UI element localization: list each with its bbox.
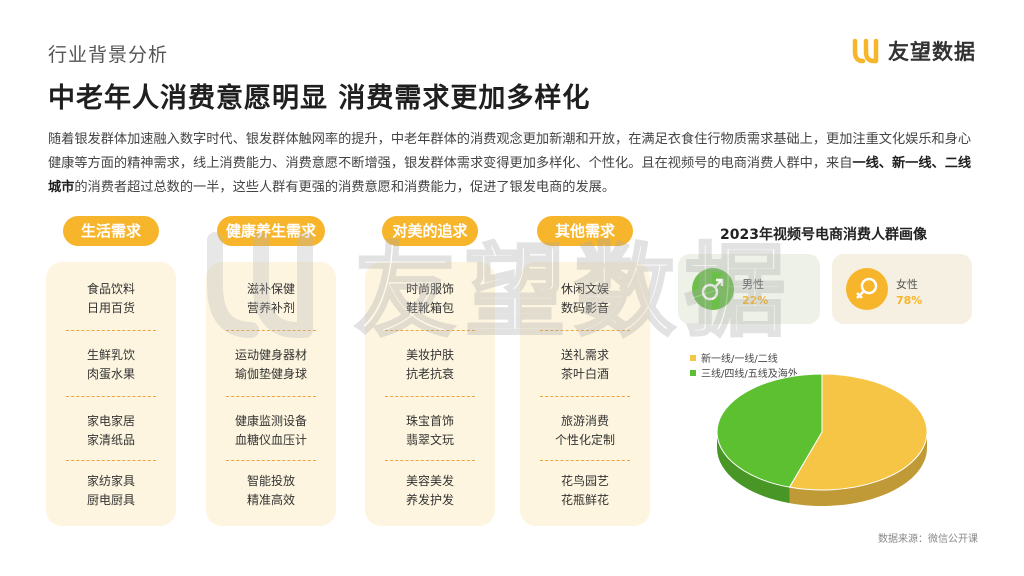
need-item-text: 茶叶白酒 <box>560 367 609 381</box>
legend-item: 新一线/一线/二线 <box>690 350 798 365</box>
need-item-text: 家纺家具 <box>86 474 135 488</box>
legend-label: 三线/四线/五线及海外 <box>701 369 798 380</box>
chart-legend: 新一线/一线/二线 三线/四线/五线及海外 <box>690 350 798 380</box>
page-title: 中老年人消费意愿明显 消费需求更加多样化 <box>48 83 591 114</box>
need-item: 时尚服饰鞋靴箱包 <box>365 280 495 318</box>
need-item: 运动健身器材瑜伽垫健身球 <box>206 346 336 384</box>
need-item: 珠宝首饰翡翠文玩 <box>365 412 495 450</box>
section-label: 行业背景分析 <box>48 44 169 66</box>
legend-swatch <box>690 354 696 361</box>
data-source: 数据来源：微信公开课 <box>878 534 978 545</box>
need-item-text: 日用百货 <box>86 301 135 315</box>
need-item-text: 瑜伽垫健身球 <box>234 367 307 381</box>
need-item-text: 翡翠文玩 <box>405 433 454 447</box>
dashed-divider <box>226 460 316 461</box>
legend-swatch <box>690 369 696 376</box>
need-item-text: 健康监测设备 <box>234 414 307 428</box>
male-label: 男性 <box>742 278 764 291</box>
need-category-label: 其他需求 <box>537 216 633 246</box>
need-item: 美容美发养发护发 <box>365 472 495 510</box>
pie-slice <box>788 373 928 491</box>
need-item-text: 数码影音 <box>560 301 609 315</box>
need-item-text: 美妆护肤 <box>405 348 454 362</box>
need-item: 食品饮料日用百货 <box>46 280 176 318</box>
need-item-text: 时尚服饰 <box>405 282 454 296</box>
need-category-label: 对美的追求 <box>382 216 478 246</box>
need-item-text: 休闲文娱 <box>560 282 609 296</box>
dashed-divider <box>226 330 316 331</box>
dashed-divider <box>385 330 475 331</box>
need-item-text: 滋补保健 <box>246 282 295 296</box>
need-item-text: 生鲜乳饮 <box>86 348 135 362</box>
need-item: 旅游消费个性化定制 <box>520 412 650 450</box>
need-item-text: 花瓶鲜花 <box>560 493 609 507</box>
need-item-text: 血糖仪血压计 <box>234 433 307 447</box>
need-item: 花鸟园艺花瓶鲜花 <box>520 472 650 510</box>
city-tier-pie-chart <box>716 373 928 506</box>
female-value: 78% <box>896 294 923 307</box>
need-category-panel: 休闲文娱数码影音送礼需求茶叶白酒旅游消费个性化定制花鸟园艺花瓶鲜花 <box>520 262 650 526</box>
need-item-text: 食品饮料 <box>86 282 135 296</box>
need-category-label: 健康养生需求 <box>217 216 325 246</box>
gender-card-male: 男性 22% <box>678 254 820 324</box>
need-item: 家纺家具厨电厨具 <box>46 472 176 510</box>
need-item-text: 运动健身器材 <box>234 348 307 362</box>
male-symbol-icon <box>692 268 734 310</box>
chart-title: 2023年视频号电商消费人群画像 <box>720 227 927 243</box>
need-item-text: 送礼需求 <box>560 348 609 362</box>
dashed-divider <box>66 396 156 397</box>
intro-text-1: 随着银发群体加速融入数字时代、银发群体触网率的提升，中老年群体的消费观念更加新潮… <box>48 132 972 171</box>
need-item: 美妆护肤抗老抗衰 <box>365 346 495 384</box>
need-item-text: 旅游消费 <box>560 414 609 428</box>
need-category-label: 生活需求 <box>63 216 159 246</box>
legend-label: 新一线/一线/二线 <box>701 354 778 365</box>
need-item-text: 美容美发 <box>405 474 454 488</box>
need-item-text: 抗老抗衰 <box>405 367 454 381</box>
pie-slice-side <box>717 432 790 504</box>
intro-text-2: 的消费者超过总数的一半，这些人群有更强的消费意愿和消费能力，促进了银发电商的发展… <box>74 180 616 195</box>
need-item-text: 营养补剂 <box>246 301 295 315</box>
need-item-text: 珠宝首饰 <box>405 414 454 428</box>
need-item: 休闲文娱数码影音 <box>520 280 650 318</box>
need-item-text: 鞋靴箱包 <box>405 301 454 315</box>
dashed-divider <box>540 330 630 331</box>
male-value: 22% <box>742 294 769 307</box>
need-item: 生鲜乳饮肉蛋水果 <box>46 346 176 384</box>
dashed-divider <box>540 460 630 461</box>
brand-logo-icon <box>852 37 880 65</box>
dashed-divider <box>66 460 156 461</box>
pie-slice <box>716 373 823 488</box>
legend-item: 三线/四线/五线及海外 <box>690 365 798 380</box>
intro-paragraph: 随着银发群体加速融入数字时代、银发群体触网率的提升，中老年群体的消费观念更加新潮… <box>48 128 978 200</box>
brand: 友望数据 <box>852 36 976 66</box>
need-item: 家电家居家清纸品 <box>46 412 176 450</box>
need-item-text: 智能投放 <box>246 474 295 488</box>
need-item-text: 个性化定制 <box>554 433 615 447</box>
need-category-panel: 食品饮料日用百货生鲜乳饮肉蛋水果家电家居家清纸品家纺家具厨电厨具 <box>46 262 176 526</box>
pie-slice-side <box>789 432 927 506</box>
need-category-panel: 滋补保健营养补剂运动健身器材瑜伽垫健身球健康监测设备血糖仪血压计智能投放精准高效 <box>206 262 336 526</box>
intro-bold: 一线、新一线、二线城市 <box>48 156 972 195</box>
dashed-divider <box>66 330 156 331</box>
need-item-text: 肉蛋水果 <box>86 367 135 381</box>
need-category-panel: 时尚服饰鞋靴箱包美妆护肤抗老抗衰珠宝首饰翡翠文玩美容美发养发护发 <box>365 262 495 526</box>
need-item: 滋补保健营养补剂 <box>206 280 336 318</box>
need-item: 智能投放精准高效 <box>206 472 336 510</box>
need-item: 健康监测设备血糖仪血压计 <box>206 412 336 450</box>
female-symbol-icon <box>846 268 888 310</box>
need-item-text: 家电家居 <box>86 414 135 428</box>
dashed-divider <box>540 396 630 397</box>
brand-name: 友望数据 <box>888 40 976 64</box>
need-item: 送礼需求茶叶白酒 <box>520 346 650 384</box>
need-item-text: 家清纸品 <box>86 433 135 447</box>
dashed-divider <box>226 396 316 397</box>
gender-card-female: 女性 78% <box>832 254 972 324</box>
dashed-divider <box>385 396 475 397</box>
female-label: 女性 <box>896 278 918 291</box>
need-item-text: 精准高效 <box>246 493 295 507</box>
need-item-text: 养发护发 <box>405 493 454 507</box>
need-item-text: 花鸟园艺 <box>560 474 609 488</box>
need-item-text: 厨电厨具 <box>86 493 135 507</box>
dashed-divider <box>385 460 475 461</box>
